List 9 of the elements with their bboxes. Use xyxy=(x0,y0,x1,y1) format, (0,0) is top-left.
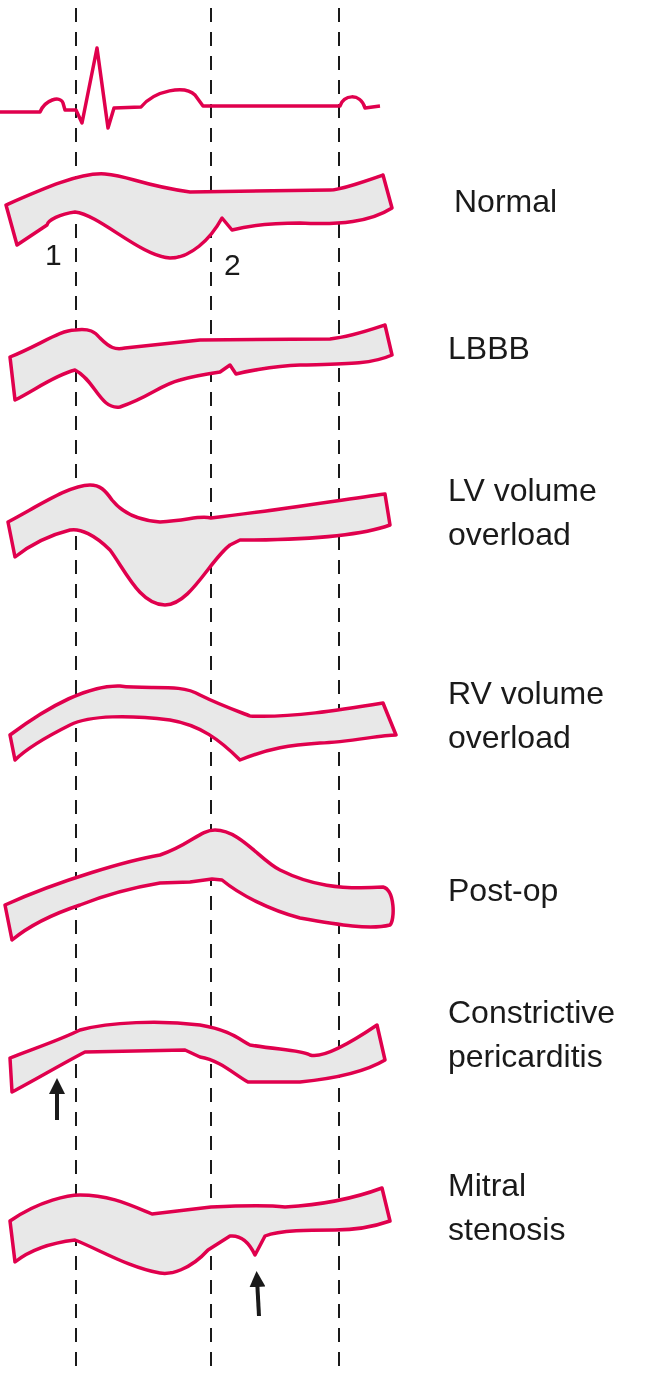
trace-label: Constrictive pericarditis xyxy=(448,993,617,1076)
trace-label: Mitral stenosis xyxy=(448,1166,567,1249)
timing-marker-number: 2 xyxy=(224,248,241,282)
trace-label: Post-op xyxy=(448,871,560,910)
trace-label: Normal xyxy=(454,182,559,221)
timing-marker-number: 1 xyxy=(45,238,62,272)
trace-label: LBBB xyxy=(448,329,531,368)
trace-label: RV volume overload xyxy=(448,674,605,757)
trace-label: LV volume overload xyxy=(448,471,598,554)
